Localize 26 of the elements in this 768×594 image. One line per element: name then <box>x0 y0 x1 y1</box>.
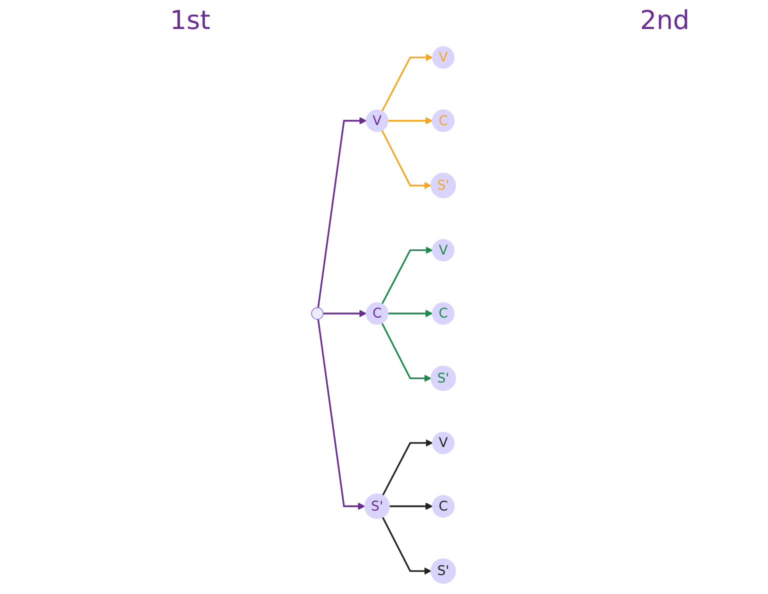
node-circle: V <box>366 110 389 132</box>
arrow <box>324 310 367 318</box>
arrow <box>318 117 368 308</box>
arrow <box>388 310 434 318</box>
node-circle: S' <box>431 172 456 198</box>
node-circle: S' <box>431 558 456 584</box>
arrow <box>382 54 434 112</box>
arrow <box>382 322 432 382</box>
arrow <box>318 319 366 510</box>
arrow <box>382 439 434 496</box>
node-circle: V <box>432 46 455 69</box>
node-circle: V <box>432 432 455 454</box>
node-circle: S' <box>364 494 390 519</box>
node-circle: C <box>432 494 456 518</box>
arrow <box>382 130 432 190</box>
column-heading: 1st <box>170 6 210 36</box>
node-circle: C <box>432 302 456 325</box>
node-circle: V <box>432 239 455 262</box>
arrow <box>388 117 434 124</box>
node-circle: S' <box>431 366 456 391</box>
node-circle: C <box>432 109 456 132</box>
column-heading: 2nd <box>640 6 690 36</box>
node-circle: C <box>366 302 389 325</box>
arrow <box>382 246 434 304</box>
arrow <box>390 502 434 510</box>
arrow <box>382 516 432 575</box>
